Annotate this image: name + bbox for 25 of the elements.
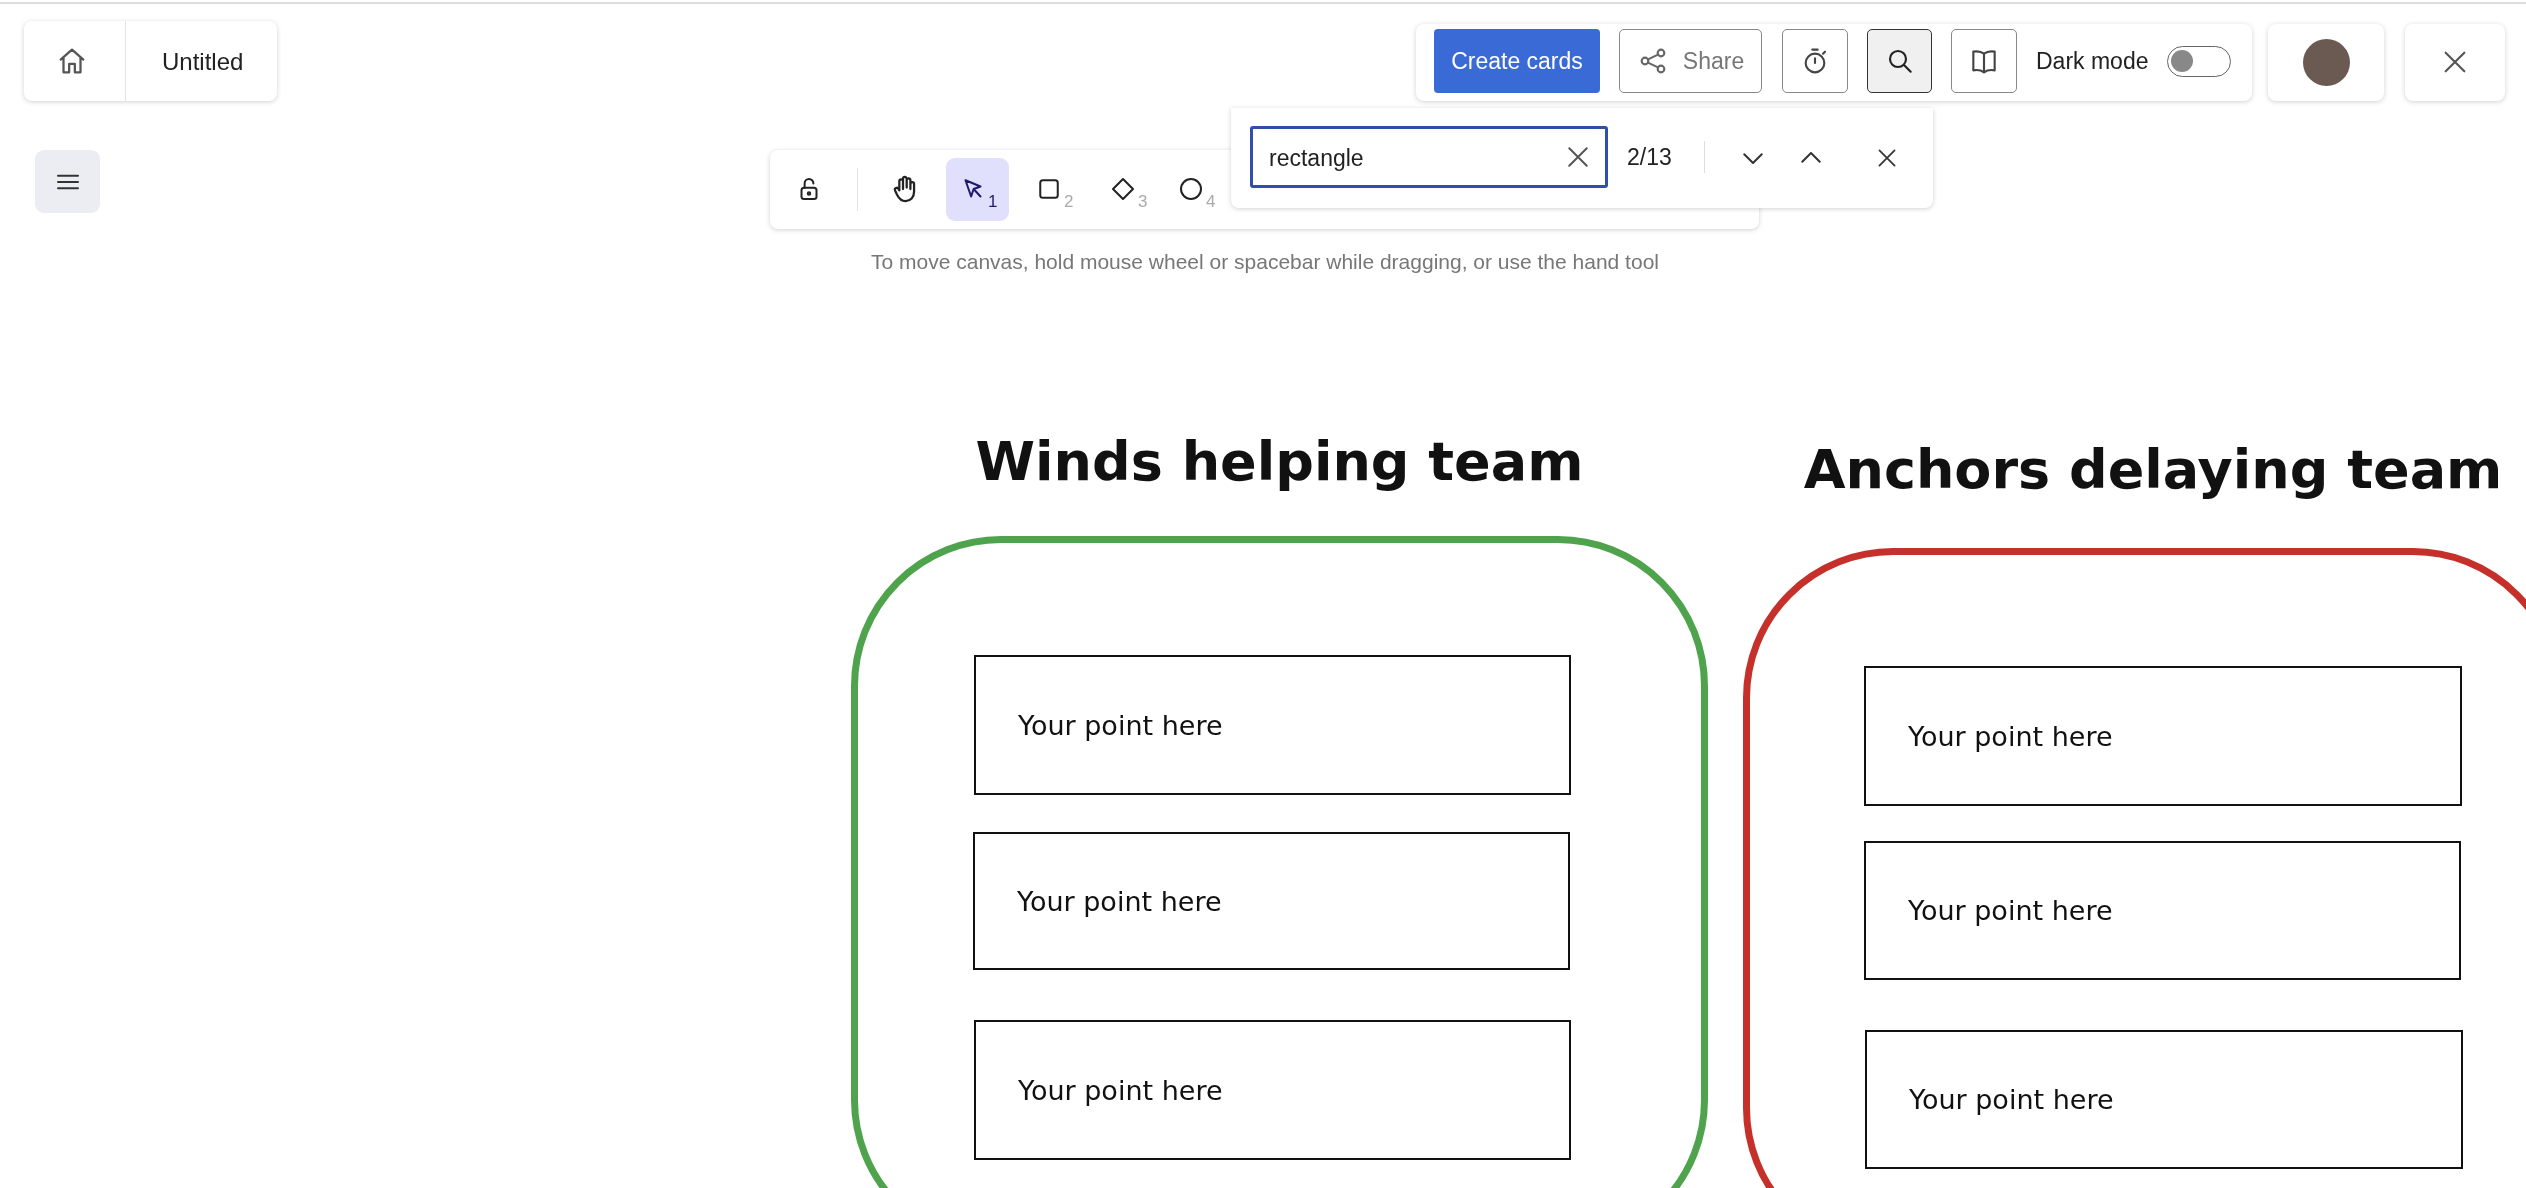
note-card bbox=[1865, 1030, 2463, 1169]
share-button: Share bbox=[1619, 29, 1762, 93]
note-card bbox=[1864, 841, 2461, 980]
note-text: Your point here bbox=[1018, 709, 1223, 741]
shortcut-number: 2 bbox=[1064, 192, 1074, 212]
shortcut-number: 4 bbox=[1206, 192, 1216, 212]
shortcut-number: 3 bbox=[1138, 192, 1148, 212]
note-text: Your point here bbox=[1908, 895, 2113, 926]
panel-title: Anchors delaying team bbox=[1802, 438, 2504, 501]
note-card bbox=[973, 832, 1570, 970]
match-count: 2/13 bbox=[1627, 144, 1672, 171]
note-text: Your point here bbox=[1909, 1084, 2114, 1115]
toggle-label: Dark mode bbox=[2036, 48, 2149, 75]
note-text: Your point here bbox=[1017, 885, 1222, 917]
note-card bbox=[1864, 666, 2462, 806]
create-cards-button: Create cards bbox=[1434, 29, 1600, 93]
panel-title: Winds helping team bbox=[974, 430, 1585, 493]
hint-text: To move canvas, hold mouse wheel or spacebar while dragging, or use the hand tool bbox=[870, 250, 1660, 274]
note-text: Your point here bbox=[1018, 1074, 1223, 1106]
shortcut-number: 1 bbox=[988, 192, 998, 212]
note-text: Your point here bbox=[1908, 720, 2113, 752]
note-card bbox=[974, 1020, 1571, 1160]
note-card bbox=[974, 655, 1571, 795]
search-query: rectangle bbox=[1269, 145, 1364, 172]
document-title: Untitled bbox=[162, 48, 244, 76]
